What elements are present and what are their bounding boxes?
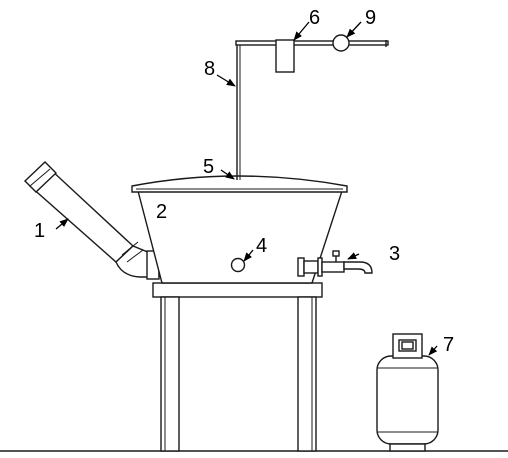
stand — [152, 282, 323, 452]
leader-8 — [216, 74, 236, 87]
support-rod — [235, 40, 389, 180]
label-2: 2 — [156, 201, 167, 223]
leader-6 — [293, 21, 310, 41]
lid — [131, 175, 348, 193]
label-4: 4 — [256, 235, 267, 257]
label-8: 8 — [204, 58, 215, 80]
gas-cylinder — [376, 333, 439, 452]
leader-7 — [428, 345, 438, 356]
inlet-pipe — [23, 161, 182, 280]
label-9: 9 — [365, 7, 376, 29]
leader-1 — [55, 218, 69, 230]
sight-port — [230, 257, 246, 273]
leader-4 — [243, 249, 254, 262]
label-3: 3 — [389, 243, 400, 265]
ball-float — [332, 34, 350, 52]
label-6: 6 — [309, 7, 320, 29]
label-5: 5 — [203, 156, 214, 178]
sensor-box — [275, 39, 295, 73]
label-7: 7 — [443, 334, 454, 356]
outlet-valve — [297, 250, 373, 277]
leader-9 — [346, 21, 362, 38]
leader-5 — [220, 169, 235, 180]
leader-3 — [347, 252, 360, 260]
label-1: 1 — [34, 220, 45, 242]
